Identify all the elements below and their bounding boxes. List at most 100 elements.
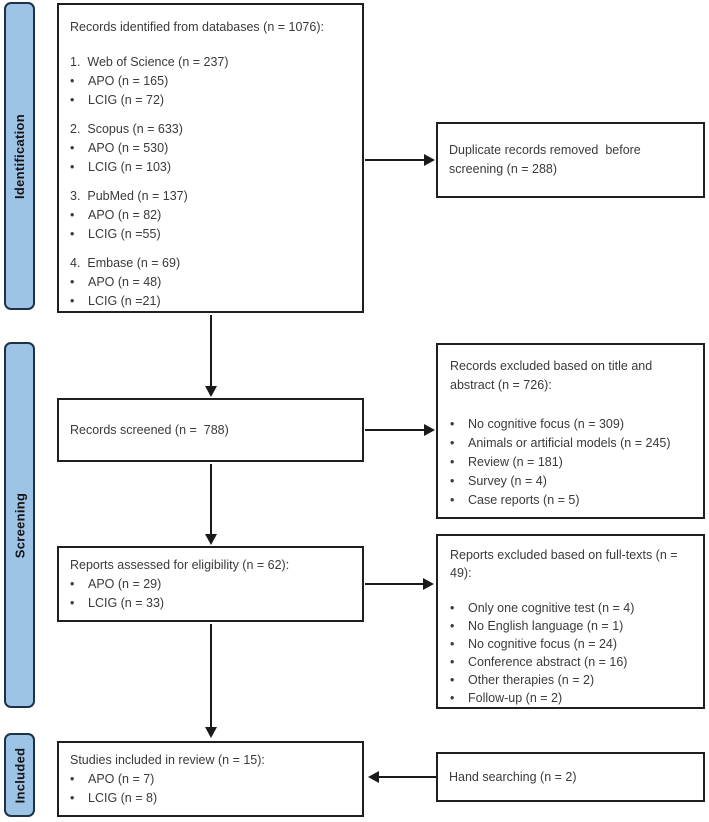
box-reports-assessed: Reports assessed for eligibility (n = 62…: [57, 546, 364, 622]
arrow-screened-to-excluded-title-abstract: [365, 424, 435, 436]
list-item: • APO (n = 7): [70, 770, 358, 789]
list-item-text: LCIG (n =55): [88, 227, 161, 241]
bullet-icon: •: [450, 417, 455, 431]
box-excluded-title-abstract: Records excluded based on title and abst…: [436, 343, 705, 519]
list-item: • Survey (n = 4): [450, 472, 699, 491]
duplicates-removed-text: Duplicate records removed before screeni…: [449, 143, 645, 176]
database-group-heading: 2. Scopus (n = 633): [70, 122, 183, 136]
database-group-heading: 4. Embase (n = 69): [70, 256, 181, 270]
stage-label-included: Included: [4, 733, 35, 817]
list-item: • LCIG (n = 33): [70, 594, 358, 613]
list-item: • Review (n = 181): [450, 453, 699, 472]
list-item-text: No English language (n = 1): [468, 619, 624, 633]
list-item: • LCIG (n =21): [70, 292, 358, 311]
bullet-icon: •: [450, 691, 455, 705]
bullet-icon: •: [70, 771, 75, 786]
list-item-text: Only one cognitive test (n = 4): [468, 601, 635, 615]
box-records-identified: Records identified from databases (n = 1…: [57, 3, 364, 313]
arrow-screened-to-assessed: [205, 464, 217, 545]
bullet-icon: •: [70, 275, 75, 289]
bullet-icon: •: [450, 436, 455, 450]
list-item: • APO (n = 48): [70, 273, 358, 292]
list-item: • LCIG (n = 8): [70, 789, 358, 808]
list-item-text: Case reports (n = 5): [468, 493, 580, 507]
records-screened-text: Records screened (n = 788): [70, 422, 229, 437]
studies-included-title: Studies included in review (n = 15):: [70, 752, 265, 767]
database-group-web-of-science: 1. Web of Science (n = 237) • APO (n = 1…: [70, 53, 358, 110]
list-item-text: APO (n = 29): [88, 576, 162, 591]
list-item-text: APO (n = 165): [88, 74, 169, 88]
bullet-icon: •: [450, 474, 455, 488]
list-item-text: LCIG (n = 8): [88, 790, 158, 805]
list-item-text: LCIG (n = 103): [88, 160, 172, 174]
list-item-text: No cognitive focus (n = 309): [468, 417, 624, 431]
list-item: • Follow-up (n = 2): [450, 689, 699, 707]
list-item: • APO (n = 82): [70, 206, 358, 225]
database-group-heading: 1. Web of Science (n = 237): [70, 55, 229, 69]
stage-label-included-text: Included: [12, 747, 28, 803]
list-item-text: No cognitive focus (n = 24): [468, 637, 618, 651]
list-item-text: APO (n = 82): [88, 208, 162, 222]
list-item-text: Follow-up (n = 2): [468, 691, 563, 705]
bullet-icon: •: [450, 673, 455, 687]
arrow-assessed-to-studies-included: [205, 624, 217, 738]
records-identified-title: Records identified from databases (n = 1…: [70, 20, 324, 34]
stage-label-identification: Identification: [4, 2, 35, 310]
stage-label-identification-text: Identification: [12, 113, 27, 199]
database-group-pubmed: 3. PubMed (n = 137) • APO (n = 82) • LCI…: [70, 187, 358, 244]
list-item-text: Conference abstract (n = 16): [468, 655, 628, 669]
bullet-icon: •: [70, 74, 75, 88]
list-item: • APO (n = 29): [70, 575, 358, 594]
bullet-icon: •: [450, 601, 455, 615]
list-item: • APO (n = 165): [70, 72, 358, 91]
list-item: • No cognitive focus (n = 309): [450, 415, 699, 434]
list-item-text: LCIG (n = 33): [88, 595, 165, 610]
arrow-hand-searching-to-studies-included: [368, 771, 436, 783]
list-item: • Case reports (n = 5): [450, 491, 699, 510]
excluded-full-texts-list: • Only one cognitive test (n = 4) • No E…: [450, 599, 699, 707]
list-item: • LCIG (n = 103): [70, 158, 358, 177]
bullet-icon: •: [450, 619, 455, 633]
list-item: • Other therapies (n = 2): [450, 671, 699, 689]
list-item-text: Review (n = 181): [468, 455, 563, 469]
excluded-full-texts-title: Reports excluded based on full-texts (n …: [450, 548, 682, 580]
list-item-text: Survey (n = 4): [468, 474, 547, 488]
excluded-title-abstract-title: Records excluded based on title and abst…: [450, 359, 656, 392]
list-item: • No cognitive focus (n = 24): [450, 635, 699, 653]
excluded-title-abstract-list: • No cognitive focus (n = 309) • Animals…: [450, 415, 699, 510]
bullet-icon: •: [70, 208, 75, 222]
box-duplicates-removed: Duplicate records removed before screeni…: [436, 122, 705, 198]
list-item-text: LCIG (n =21): [88, 294, 161, 308]
list-item-text: APO (n = 7): [88, 771, 155, 786]
database-group-embase: 4. Embase (n = 69) • APO (n = 48) • LCIG…: [70, 254, 358, 311]
list-item: • Only one cognitive test (n = 4): [450, 599, 699, 617]
hand-searching-text: Hand searching (n = 2): [449, 769, 577, 784]
stage-label-screening: Screening: [4, 342, 35, 708]
box-excluded-full-texts: Reports excluded based on full-texts (n …: [436, 534, 705, 709]
list-item-text: Other therapies (n = 2): [468, 673, 595, 687]
box-hand-searching: Hand searching (n = 2): [436, 752, 705, 802]
bullet-icon: •: [70, 227, 75, 241]
list-item: • Conference abstract (n = 16): [450, 653, 699, 671]
list-item-text: APO (n = 530): [88, 141, 169, 155]
bullet-icon: •: [70, 294, 75, 308]
database-group-scopus: 2. Scopus (n = 633) • APO (n = 530) • LC…: [70, 120, 358, 177]
list-item: • Animals or artificial models (n = 245): [450, 434, 699, 453]
box-studies-included: Studies included in review (n = 15): • A…: [57, 741, 364, 817]
bullet-icon: •: [450, 637, 455, 651]
arrow-identified-to-duplicates: [365, 154, 435, 166]
stage-label-screening-text: Screening: [12, 492, 27, 558]
bullet-icon: •: [70, 576, 75, 591]
reports-assessed-title: Reports assessed for eligibility (n = 62…: [70, 557, 290, 572]
list-item: • LCIG (n = 72): [70, 91, 358, 110]
list-item: • LCIG (n =55): [70, 225, 358, 244]
bullet-icon: •: [450, 455, 455, 469]
list-item-text: Animals or artificial models (n = 245): [468, 436, 671, 450]
bullet-icon: •: [70, 790, 75, 805]
database-group-heading: 3. PubMed (n = 137): [70, 189, 188, 203]
bullet-icon: •: [450, 655, 455, 669]
bullet-icon: •: [70, 595, 75, 610]
bullet-icon: •: [70, 141, 75, 155]
box-records-screened: Records screened (n = 788): [57, 398, 364, 462]
